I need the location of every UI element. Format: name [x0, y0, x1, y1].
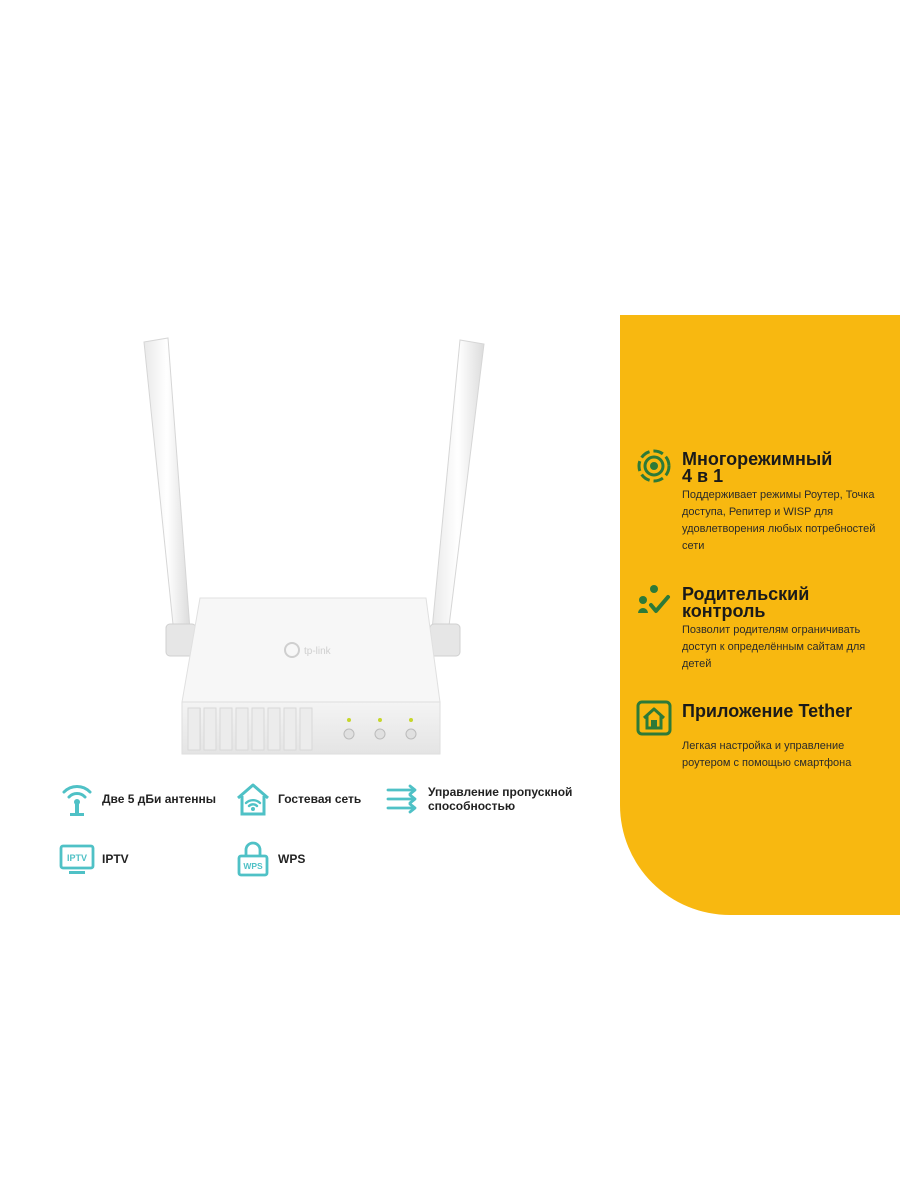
feature-guest-network-label: Гостевая сеть	[278, 792, 362, 806]
iptv-icon: IPTV	[59, 844, 95, 874]
feature-wps-label: WPS	[278, 852, 306, 866]
highlight-multi-mode-desc: Поддерживает режимы Роутер, Точка доступ…	[682, 489, 876, 552]
feature-iptv: IPTV IPTV	[58, 840, 129, 878]
tether-app-icon	[636, 700, 672, 736]
multi-mode-icon	[637, 449, 671, 483]
highlight-tether-app: Приложение Tether Легкая настройка и упр…	[636, 700, 898, 772]
router-illustration: tp-link	[130, 330, 490, 770]
highlight-parental-control-desc: Позволит родителям ограничивать доступ к…	[682, 624, 866, 670]
highlight-tether-app-desc: Легкая настройка и управление роутером с…	[682, 740, 852, 769]
left-antenna	[143, 337, 191, 635]
feature-iptv-label: IPTV	[102, 852, 129, 866]
guest-network-icon	[237, 783, 269, 816]
highlight-multi-mode: Многорежимный 4 в 1 Поддерживает режимы …	[636, 448, 898, 555]
feature-wps: WPS WPS	[234, 840, 305, 878]
features-list: Две 5 дБи антенны Гостевая сеть Управлен…	[58, 780, 598, 890]
highlights-panel: Многорежимный 4 в 1 Поддерживает режимы …	[620, 315, 900, 915]
wps-badge-text: WPS	[243, 861, 263, 871]
status-leds	[343, 718, 417, 740]
feature-antennas: Две 5 дБи антенны	[58, 780, 216, 818]
highlight-multi-mode-title: Многорежимный 4 в 1	[682, 449, 833, 486]
wifi-antenna-icon	[62, 785, 92, 816]
right-antenna	[431, 339, 485, 635]
brand-logo-text: tp-link	[304, 646, 332, 657]
highlight-tether-app-title: Приложение Tether	[682, 701, 853, 721]
feature-bandwidth-control-label: Управление пропускной способностью	[428, 785, 573, 813]
tp-link-logo: tp-link	[284, 642, 332, 658]
parental-control-icon	[638, 585, 670, 613]
feature-bandwidth-control: Управление пропускной способностью	[384, 780, 598, 818]
highlight-parental-control-title: Родительский контроль	[682, 584, 810, 621]
feature-antennas-label: Две 5 дБи антенны	[102, 792, 216, 806]
bandwidth-control-icon	[386, 784, 417, 814]
iptv-badge-text: IPTV	[67, 853, 87, 863]
wps-icon: WPS	[237, 841, 269, 877]
highlight-parental-control: Родительский контроль Позволит родителям…	[636, 583, 898, 673]
feature-guest-network: Гостевая сеть	[234, 780, 361, 818]
vent-ribs	[187, 707, 313, 751]
router-image: tp-link	[143, 337, 485, 755]
